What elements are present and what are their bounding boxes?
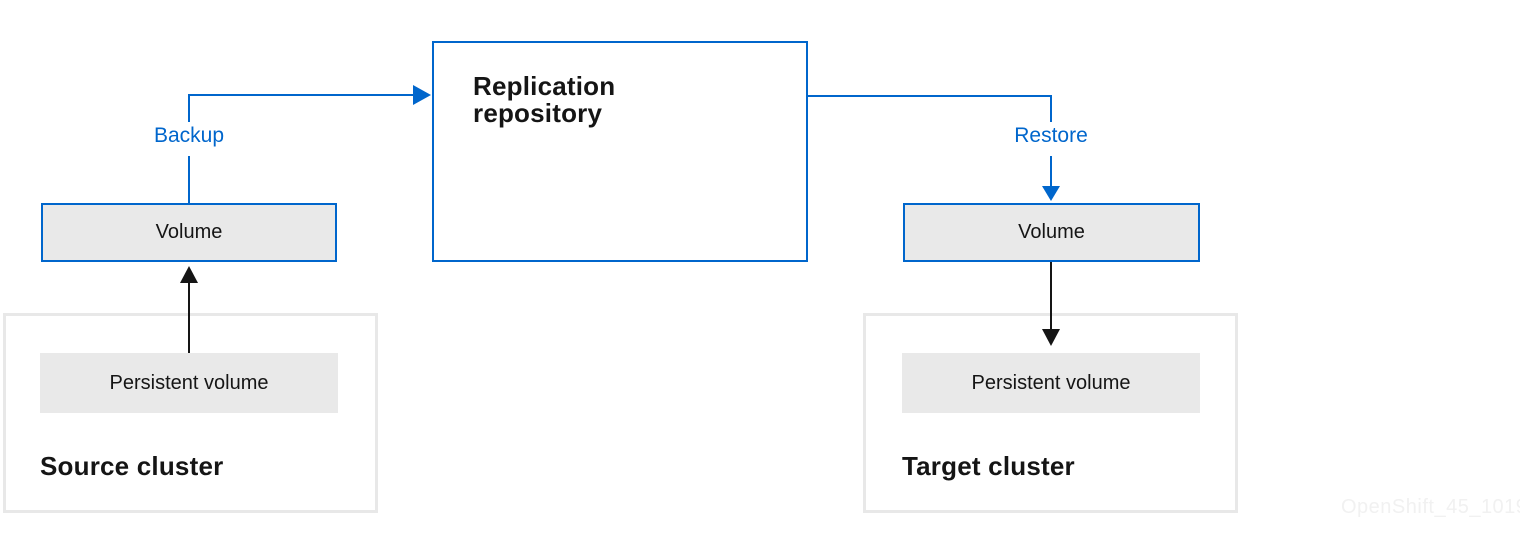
source-cluster-container — [3, 313, 378, 513]
source-volume-box: Volume — [41, 203, 337, 262]
target-pv-connector — [1050, 262, 1052, 329]
backup-connector-horizontal — [188, 94, 414, 96]
target-volume-label: Volume — [1018, 221, 1085, 243]
restore-label: Restore — [1014, 124, 1088, 147]
target-cluster-title: Target cluster — [902, 451, 1075, 481]
replication-repository-box: Replication repository — [432, 41, 808, 262]
source-pv-connector — [188, 283, 190, 353]
restore-connector-vertical-lower — [1050, 156, 1052, 186]
source-pv-arrowhead-icon — [180, 266, 198, 283]
target-volume-box: Volume — [903, 203, 1200, 262]
source-volume-label: Volume — [155, 221, 223, 243]
source-cluster-title: Source cluster — [40, 451, 224, 481]
source-persistent-volume-box: Persistent volume — [40, 353, 338, 413]
source-persistent-volume-label: Persistent volume — [109, 371, 269, 394]
target-pv-arrowhead-icon — [1042, 329, 1060, 346]
target-persistent-volume-label: Persistent volume — [971, 371, 1131, 394]
restore-connector-vertical-upper — [1050, 95, 1052, 122]
backup-label: Backup — [153, 124, 225, 147]
backup-arrowhead-icon — [413, 85, 431, 105]
backup-connector-vertical-lower — [188, 156, 190, 203]
watermark-text: OpenShift_45_1019 — [1341, 496, 1520, 518]
target-persistent-volume-box: Persistent volume — [902, 353, 1200, 413]
backup-connector-vertical-upper — [188, 94, 190, 122]
replication-repository-label: Replication repository — [473, 71, 616, 128]
restore-connector-horizontal — [808, 95, 1052, 97]
restore-arrowhead-icon — [1042, 186, 1060, 201]
